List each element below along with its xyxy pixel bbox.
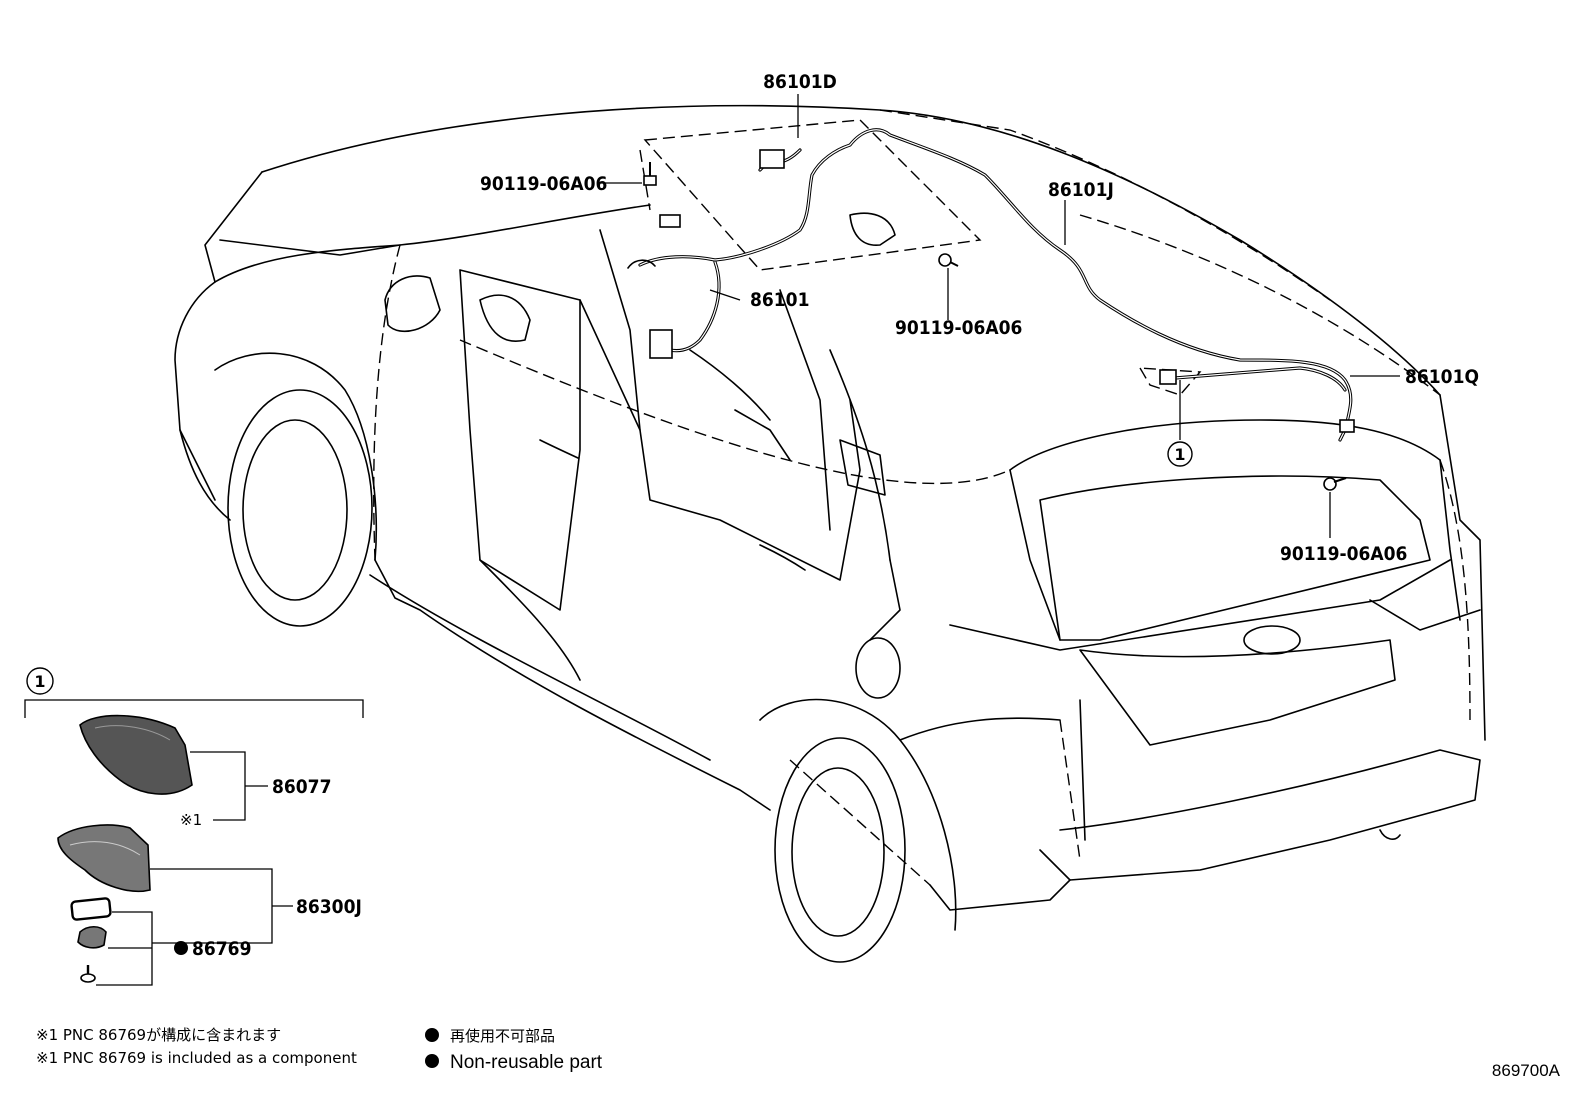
inset-ref-label: 1 [34, 672, 45, 691]
label-86101J: 86101J [1048, 179, 1114, 201]
hidden-lines [373, 109, 1471, 886]
label-bolt-c: 90119-06A06 [1280, 543, 1407, 565]
legend-dot-icon [425, 1054, 439, 1068]
note-line-ja: ※1 PNC 86769が構成に含まれます [36, 1026, 281, 1044]
vehicle-outline [174, 104, 1486, 963]
bolt-icon [1323, 477, 1347, 491]
ref-marker-car-label: 1 [1174, 445, 1185, 464]
label-86300J: 86300J [296, 896, 362, 918]
note-line-en: ※1 PNC 86769 is included as a component [36, 1049, 357, 1067]
legend-dot-icon [425, 1028, 439, 1042]
pad-icon [77, 925, 107, 949]
label-86101: 86101 [750, 289, 809, 311]
label-86077: 86077 [272, 776, 331, 798]
label-bolt-a: 90119-06A06 [480, 173, 607, 195]
diagram-code: 869700A [1492, 1061, 1561, 1080]
ref-marker-car: 1 [1167, 441, 1193, 467]
screw-icon [80, 965, 96, 983]
legend-en: Non-reusable part [450, 1052, 603, 1073]
antenna-cover-icon [79, 714, 193, 795]
antenna-harness [627, 128, 1355, 442]
antenna-assembly-icon [57, 824, 151, 893]
component-inset: 1 86077 ※1 86300J 86769 [24, 667, 364, 986]
bolt-icon [643, 162, 657, 186]
non-reusable-dot-icon [174, 941, 188, 955]
leader-lines [598, 94, 1400, 538]
gasket-icon [70, 897, 112, 921]
legend-ja: 再使用不可部品 [450, 1027, 555, 1045]
label-86101D: 86101D [763, 71, 837, 93]
label-86101Q: 86101Q [1405, 366, 1479, 388]
label-bolt-b: 90119-06A06 [895, 317, 1022, 339]
bolt-icon [938, 253, 959, 267]
star-ref-label: ※1 [180, 811, 202, 829]
label-86769: 86769 [192, 938, 251, 960]
bolt-icons [643, 162, 1347, 491]
